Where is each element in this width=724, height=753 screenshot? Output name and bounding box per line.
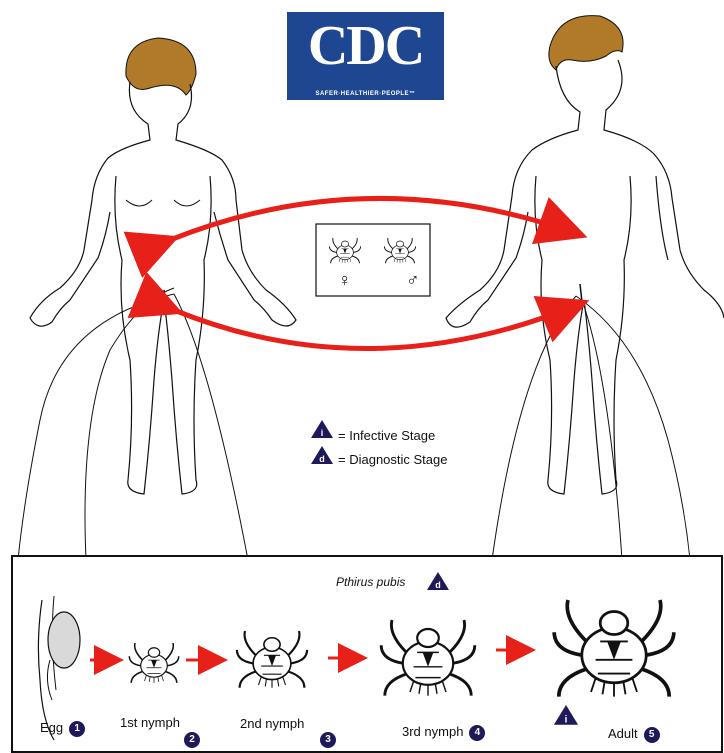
stage-number-2: 2 xyxy=(184,732,200,748)
left-hair xyxy=(126,38,196,95)
male-symbol: ♂ xyxy=(406,270,420,291)
cdc-logo-tagline: SAFER·HEALTHIER·PEOPLE™ xyxy=(287,91,444,97)
diagnostic-legend-label: = Diagnostic Stage xyxy=(338,452,447,467)
transmission-arrow-lower xyxy=(174,304,580,349)
infective-legend-label: = Infective Stage xyxy=(338,428,435,443)
stage-number-3: 3 xyxy=(320,732,336,748)
svg-text:i: i xyxy=(321,428,324,438)
svg-text:d: d xyxy=(319,454,325,464)
species-name: Pthirus pubis xyxy=(336,575,405,589)
stage-number-1: 1 xyxy=(69,721,85,737)
left-human-figure xyxy=(18,38,296,560)
female-symbol: ♀ xyxy=(338,270,352,291)
svg-text:i: i xyxy=(565,715,568,726)
stage-label-2nd-nymph: 2nd nymph xyxy=(240,716,304,731)
right-human-figure xyxy=(446,16,724,560)
stage-number-5: 5 xyxy=(644,727,660,743)
svg-text:d: d xyxy=(435,580,441,590)
cdc-logo-text: CDC xyxy=(287,16,444,76)
right-hair xyxy=(549,16,623,70)
diagnostic-legend-badge: d xyxy=(311,446,333,464)
stage-label-1st-nymph: 1st nymph xyxy=(120,715,180,730)
cdc-logo: CDC SAFER·HEALTHIER·PEOPLE™ xyxy=(287,12,444,100)
stage-number-4: 4 xyxy=(469,725,485,741)
infective-legend-badge: i xyxy=(311,420,333,438)
